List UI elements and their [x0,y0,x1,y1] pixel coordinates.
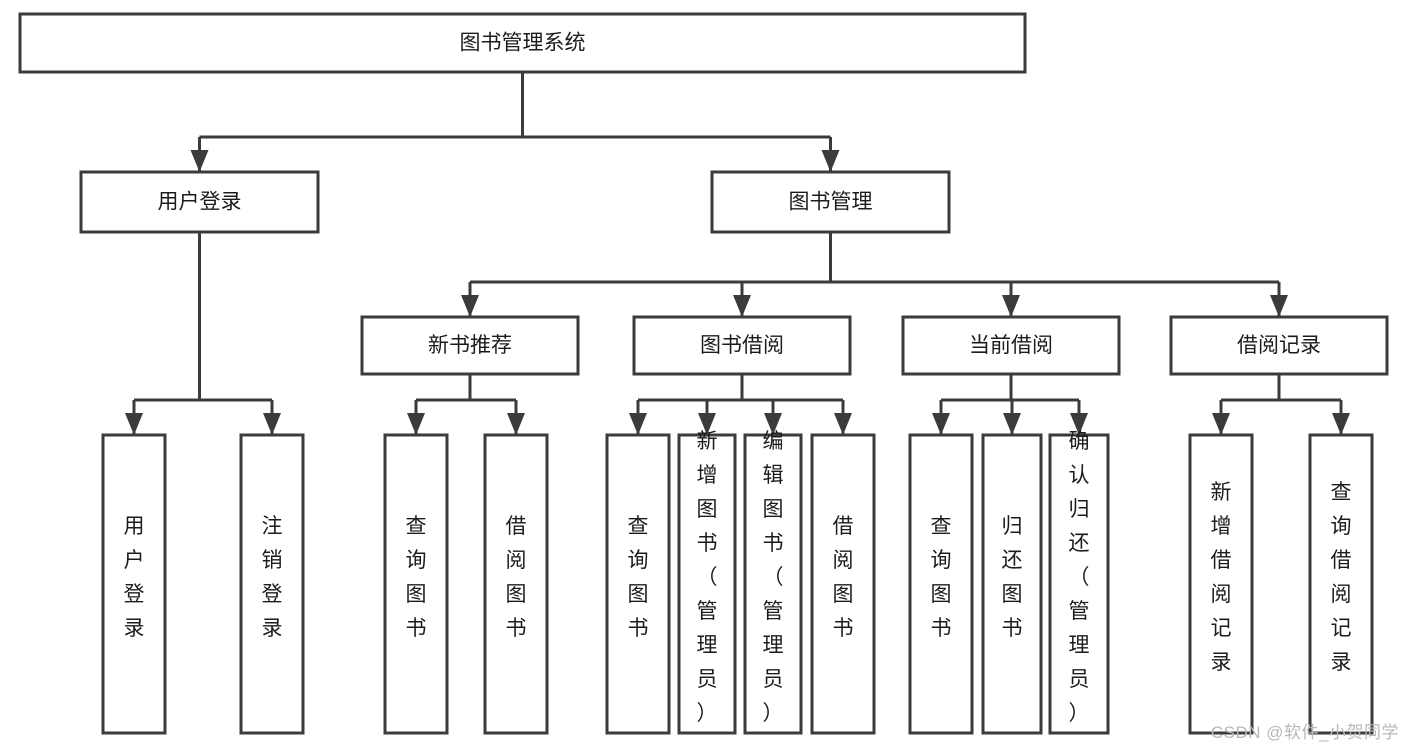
node-box-user-login [79,170,320,234]
edge-group-book-borrow [629,374,852,435]
node-leaf-return-book[interactable]: 归还图书 [981,433,1043,735]
node-label-leaf-user-login: 用户登录 [124,515,145,640]
node-label-leaf-query-book-1: 查询图书 [406,515,427,640]
node-box-leaf-query-book-2 [605,433,671,735]
node-leaf-user-logout[interactable]: 注销登录 [239,433,305,735]
edge-group-new-book-recommend [407,374,525,435]
edge-group-book-manage [461,232,1288,317]
arrow-head-icon [407,413,425,435]
edge-group-user-login [125,232,281,435]
node-box-leaf-return-book [981,433,1043,735]
node-box-leaf-query-book-1 [383,433,449,735]
node-book-manage[interactable]: 图书管理 [710,170,951,234]
arrow-head-icon [1212,413,1230,435]
node-box-new-book-recommend [360,315,580,376]
node-label-book-borrow: 图书借阅 [700,334,784,357]
node-leaf-edit-book[interactable]: 编辑图书（管理员） [743,430,803,735]
node-leaf-borrow-book-1[interactable]: 借阅图书 [483,433,549,735]
node-label-leaf-query-book-2: 查询图书 [628,515,649,640]
node-leaf-query-book-1[interactable]: 查询图书 [383,433,449,735]
node-box-root [18,12,1027,74]
node-leaf-add-record[interactable]: 新增借阅记录 [1188,433,1254,735]
node-box-current-borrow [901,315,1121,376]
node-label-leaf-user-logout: 注销登录 [262,515,283,640]
node-box-leaf-add-record [1188,433,1254,735]
arrow-head-icon [821,150,840,172]
node-label-book-manage: 图书管理 [789,191,873,214]
arrow-head-icon [461,295,479,317]
arrow-head-icon [932,413,950,435]
node-box-leaf-add-book [677,433,737,735]
node-label-leaf-query-record: 查询借阅记录 [1331,481,1352,674]
node-leaf-add-book[interactable]: 新增图书（管理员） [677,430,737,735]
watermark-text: CSDN @软件_小贺同学 [1210,723,1399,742]
arrow-head-icon [125,413,143,435]
arrow-head-icon [263,413,281,435]
node-label-borrow-record: 借阅记录 [1237,334,1321,357]
node-root[interactable]: 图书管理系统 [18,12,1027,74]
edge-group-current-borrow [932,374,1088,435]
node-leaf-user-login[interactable]: 用户登录 [101,433,167,735]
node-box-leaf-edit-book [743,433,803,735]
node-book-borrow[interactable]: 图书借阅 [632,315,852,376]
node-label-current-borrow: 当前借阅 [969,334,1053,357]
node-label-leaf-borrow-book-2: 借阅图书 [833,515,854,640]
node-current-borrow[interactable]: 当前借阅 [901,315,1121,376]
node-box-leaf-user-logout [239,433,305,735]
node-user-login[interactable]: 用户登录 [79,170,320,234]
edge-layer [125,72,1350,435]
node-layer: 图书管理系统用户登录图书管理新书推荐图书借阅当前借阅借阅记录用户登录注销登录查询… [18,12,1389,735]
node-box-leaf-query-book-3 [908,433,974,735]
node-label-leaf-add-record: 新增借阅记录 [1211,481,1232,674]
node-label-root: 图书管理系统 [460,32,586,55]
node-box-leaf-borrow-book-1 [483,433,549,735]
arrow-head-icon [1270,295,1288,317]
node-box-leaf-query-record [1308,433,1374,735]
arrow-head-icon [629,413,647,435]
node-leaf-query-record[interactable]: 查询借阅记录 [1308,433,1374,735]
arrow-head-icon [1070,413,1088,435]
node-label-leaf-borrow-book-1: 借阅图书 [506,515,527,640]
edge-group-borrow-record [1212,374,1350,435]
arrow-head-icon [1332,413,1350,435]
arrow-head-icon [834,413,852,435]
arrow-head-icon [507,413,525,435]
node-leaf-query-book-2[interactable]: 查询图书 [605,433,671,735]
node-new-book-recommend[interactable]: 新书推荐 [360,315,580,376]
arrow-head-icon [1002,295,1020,317]
node-label-leaf-add-book: 新增图书（管理员） [697,430,718,725]
edge-group-root [190,72,840,172]
node-label-leaf-confirm-return: 确认归还（管理员） [1069,430,1090,725]
arrow-head-icon [190,150,209,172]
arrow-head-icon [764,413,782,435]
node-leaf-confirm-return[interactable]: 确认归还（管理员） [1048,430,1110,735]
node-box-borrow-record [1169,315,1389,376]
node-box-book-manage [710,170,951,234]
arrow-head-icon [1003,413,1021,435]
node-box-leaf-confirm-return [1048,433,1110,735]
node-box-leaf-user-login [101,433,167,735]
node-leaf-borrow-book-2[interactable]: 借阅图书 [810,433,876,735]
node-label-leaf-return-book: 归还图书 [1002,515,1023,640]
node-box-leaf-borrow-book-2 [810,433,876,735]
node-label-new-book-recommend: 新书推荐 [428,334,512,357]
node-label-leaf-query-book-3: 查询图书 [931,515,952,640]
node-leaf-query-book-3[interactable]: 查询图书 [908,433,974,735]
arrow-head-icon [698,413,716,435]
node-label-leaf-edit-book: 编辑图书（管理员） [763,430,784,725]
node-borrow-record[interactable]: 借阅记录 [1169,315,1389,376]
arrow-head-icon [733,295,751,317]
node-box-book-borrow [632,315,852,376]
node-label-user-login: 用户登录 [158,191,242,214]
